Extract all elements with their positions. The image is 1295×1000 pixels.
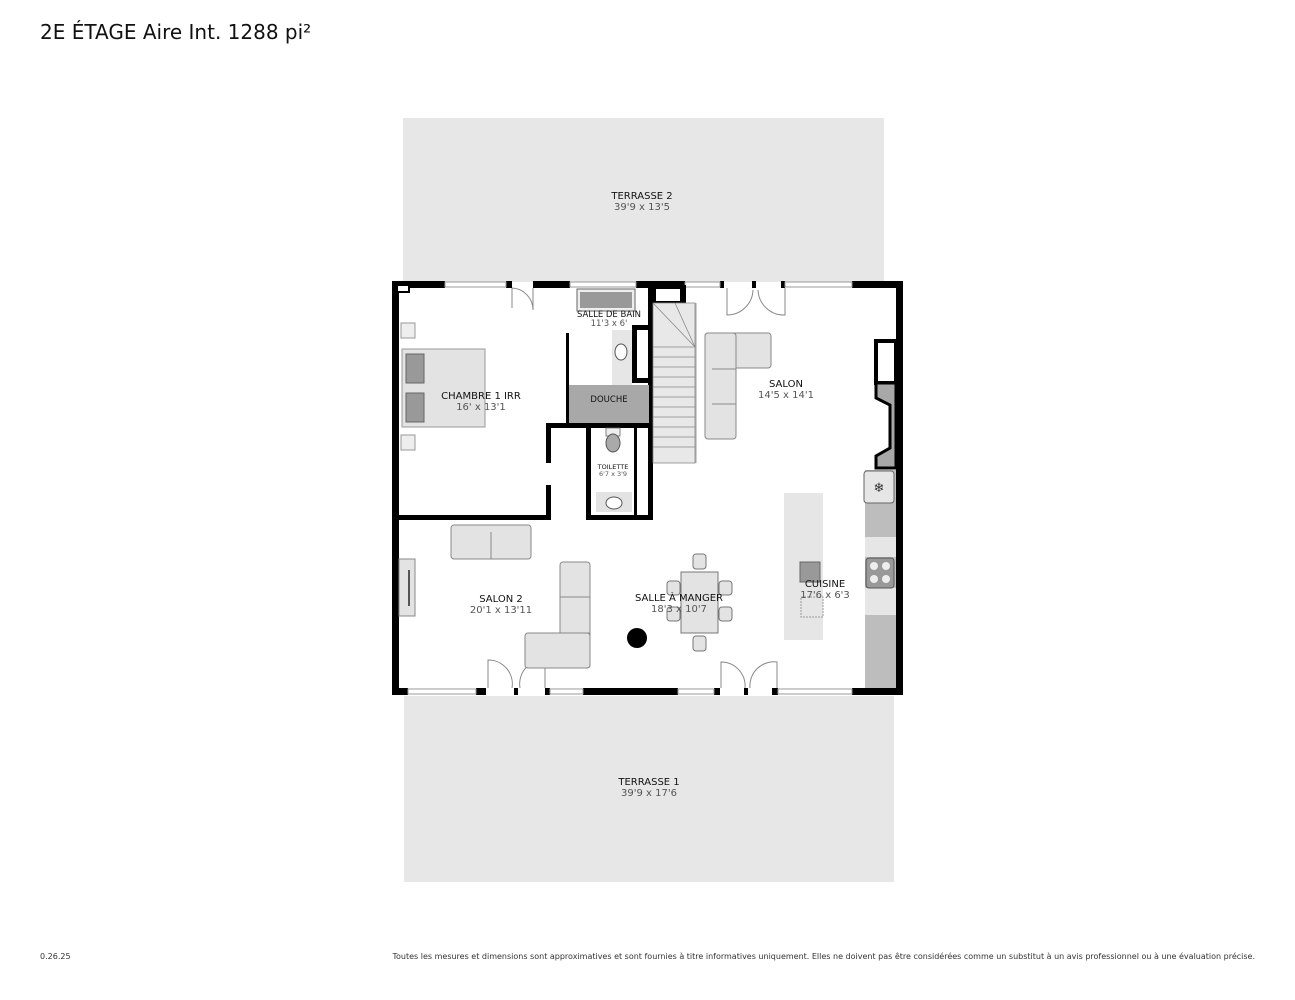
svg-text:❄: ❄ [874,481,885,496]
room-label-salon-2: SALON 2 20'1 x 13'11 [469,594,533,616]
exterior-walls [392,281,903,695]
staircase [652,302,697,464]
tv-icon [398,558,416,617]
toilet-icon [605,433,621,453]
terrasse-2-area [403,118,884,282]
kitchen-counter: ❄ [863,470,896,688]
version-label: 0.26.25 [40,952,71,961]
stove-icon [865,557,895,589]
room-label-terrasse-2: TERRASSE 2 39'9 x 13'5 [611,191,673,213]
island-sink-icon [799,561,821,583]
salon2-sectional-icon [524,561,591,669]
fireplace-icon [874,339,898,470]
windows [407,281,853,695]
room-label-douche: DOUCHE [590,395,628,405]
salon2-sofa-icon [450,524,532,560]
room-label-toilette: TOILETTE 6'7 x 3'9 [597,463,629,478]
terrasse-1-area [404,696,894,882]
douche-area [569,385,649,423]
room-label-chambre-1: CHAMBRE 1 IRR 16' x 13'1 [441,391,521,413]
room-label-terrasse-1: TERRASSE 1 39'9 x 17'6 [618,777,680,799]
disclaimer-text: Toutes les mesures et dimensions sont ap… [392,952,1255,961]
dining-table-icon [666,553,733,652]
sink-icon [614,343,628,361]
floor-title: 2E ÉTAGE Aire Int. 1288 pi² [40,20,312,44]
room-label-salle-a-manger: SALLE À MANGER 18'3 x 10'7 [635,593,723,615]
toilette-sink-icon [605,496,623,510]
room-label-salon: SALON 14'5 x 14'1 [758,379,814,401]
room-label-cuisine: CUISINE 17'6 x 6'3 [800,579,850,601]
column-icon [627,628,647,648]
bed-icon [400,322,486,451]
salon-sofa-icon [704,332,772,440]
interior-walls [399,285,686,520]
room-label-salle-de-bain: SALLE DE BAIN 11'3 x 6' [576,310,642,329]
